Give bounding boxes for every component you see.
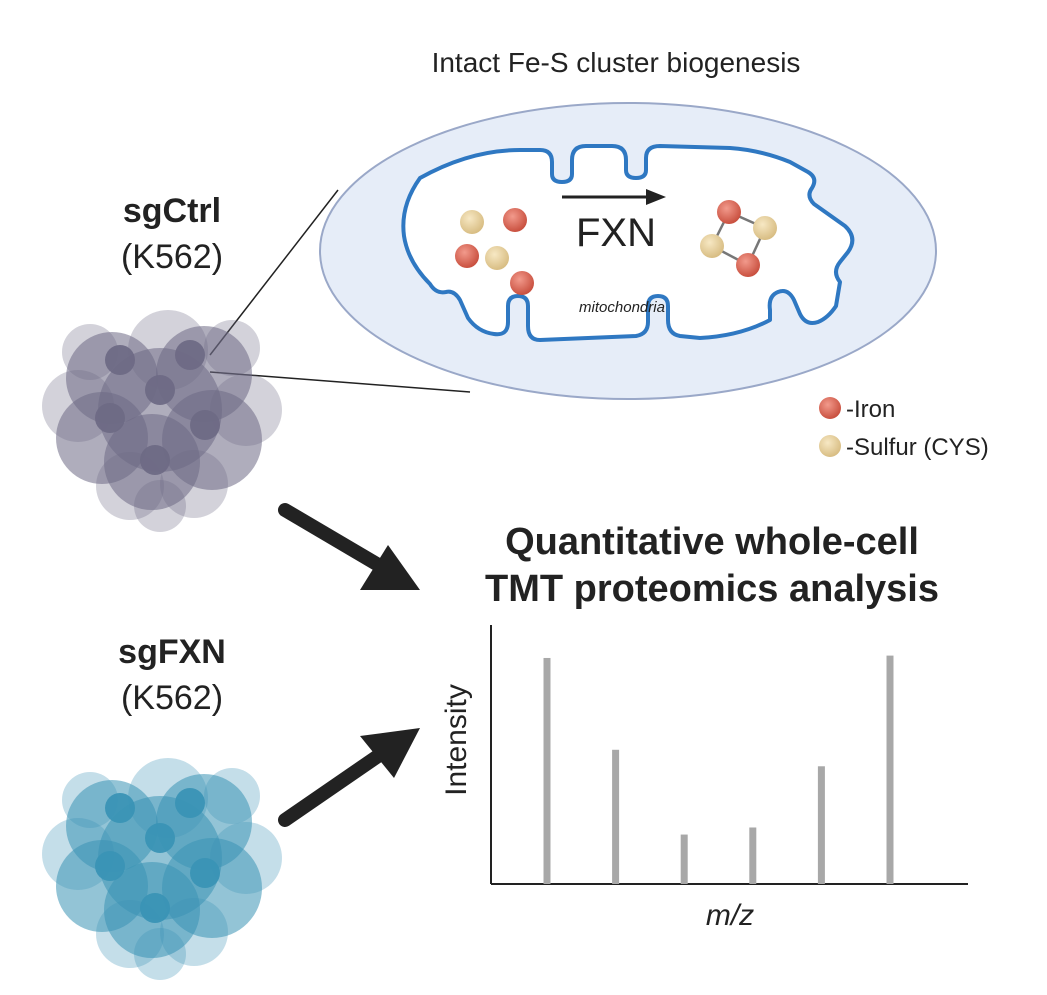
iron-atom [455,244,479,268]
cell [128,758,208,838]
cell [134,480,186,532]
fxn-label: FXN [576,211,656,255]
arrow-knockout-to-analysis [278,728,420,827]
spectrum-peak [886,655,894,884]
legend-iron-swatch [819,397,841,419]
spectrum-peak [749,827,757,884]
control-cell-cluster [42,310,282,532]
legend-sulfur-swatch [819,435,841,457]
cell-nucleus [95,403,125,433]
cell-nucleus [145,375,175,405]
spectrum-peak [680,834,688,884]
reaction-arrow-head [646,189,666,205]
mitochondrion: mitochondria FXN [319,102,937,400]
cell [42,818,114,890]
cell-nucleus [95,851,125,881]
zoom-line-bottom [209,371,471,393]
zoom-line-top [209,189,339,356]
knockout-cell-cluster [42,758,282,980]
cell [42,370,114,442]
cell-nucleus [145,823,175,853]
legend-sulfur-label: -Sulfur (CYS) [846,434,989,461]
knockout-group-name: sgFXN [118,633,226,671]
fe-s-cluster [700,200,777,277]
x-axis-label: m/z [706,899,754,932]
mitochondria-label: mitochondria [579,299,665,316]
cell [160,450,228,518]
cell [134,928,186,980]
y-axis-label: Intensity [440,684,473,796]
cell-nucleus [140,445,170,475]
cell [210,374,282,446]
cell [204,320,260,376]
cell [62,772,118,828]
legend: -Iron -Sulfur (CYS) [819,396,989,461]
spectrum-peak [817,766,825,884]
cell [210,822,282,894]
control-group-name: sgCtrl [123,192,221,230]
knockout-group-cell-line: (K562) [121,679,223,717]
control-group-cell-line: (K562) [121,238,223,276]
diagram-title: Intact Fe-S cluster biogenesis [432,47,801,78]
legend-iron-label: -Iron [846,396,895,423]
cell-nucleus [140,893,170,923]
cell-nucleus [190,410,220,440]
analysis-title-line1: Quantitative whole-cell [505,521,919,563]
arrow-control-to-analysis [278,503,420,590]
spectrum-peak [543,657,551,884]
spectrum-peaks [543,655,894,884]
sulfur-atom [460,210,484,234]
spectrum-peak [612,749,620,884]
mass-spectrum-chart: Intensity m/z [440,625,968,932]
cell [128,310,208,390]
cell-nucleus [175,340,205,370]
cell-nucleus [105,793,135,823]
cell-nucleus [105,345,135,375]
sulfur-atom [485,246,509,270]
analysis-title-line2: TMT proteomics analysis [485,568,939,610]
cell-nucleus [190,858,220,888]
cell [204,768,260,824]
cell-nucleus [175,788,205,818]
cell [62,324,118,380]
cell [160,898,228,966]
iron-atom [503,208,527,232]
iron-atom [510,271,534,295]
